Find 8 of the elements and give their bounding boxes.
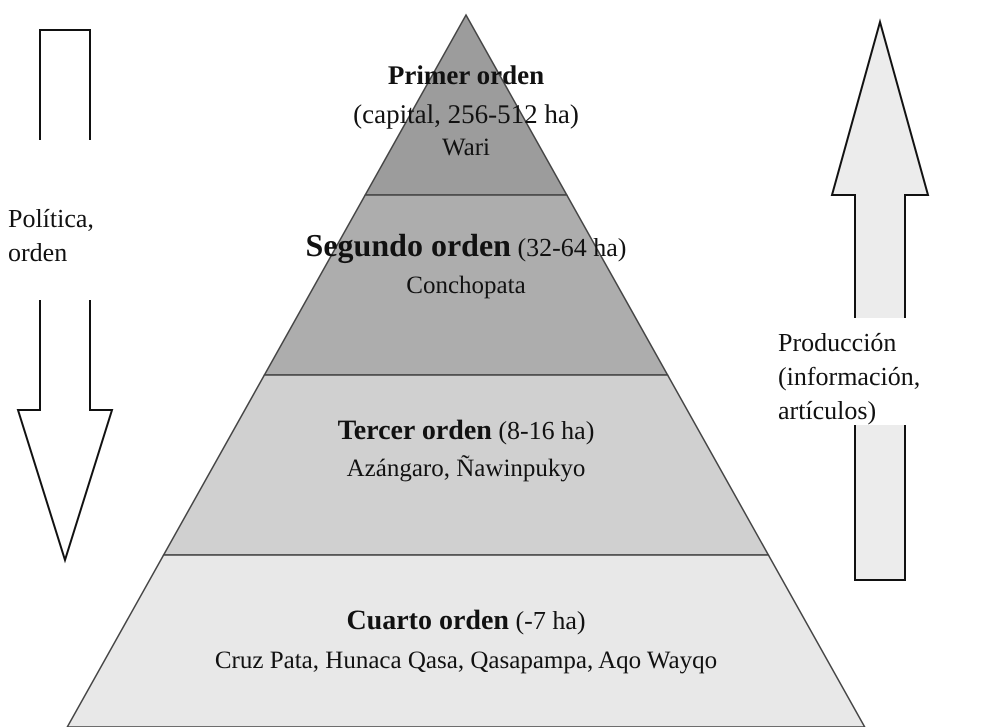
tier-text: Azángaro, Ñawinpukyo xyxy=(346,455,586,484)
tier-text: Conchopata xyxy=(406,272,526,301)
text-label: Producción (información, artículos) xyxy=(778,327,922,427)
tier-text: Wari xyxy=(442,134,490,163)
tier-heading: Tercer orden (8-16 ha) xyxy=(338,415,594,448)
tier-text: Cruz Pata, Hunaca Qasa, Qasapampa, Aqo Wayqo xyxy=(214,647,718,676)
text-label: Política, orden xyxy=(8,203,95,269)
tier-heading: Cuarto orden (-7 ha) xyxy=(346,605,586,638)
